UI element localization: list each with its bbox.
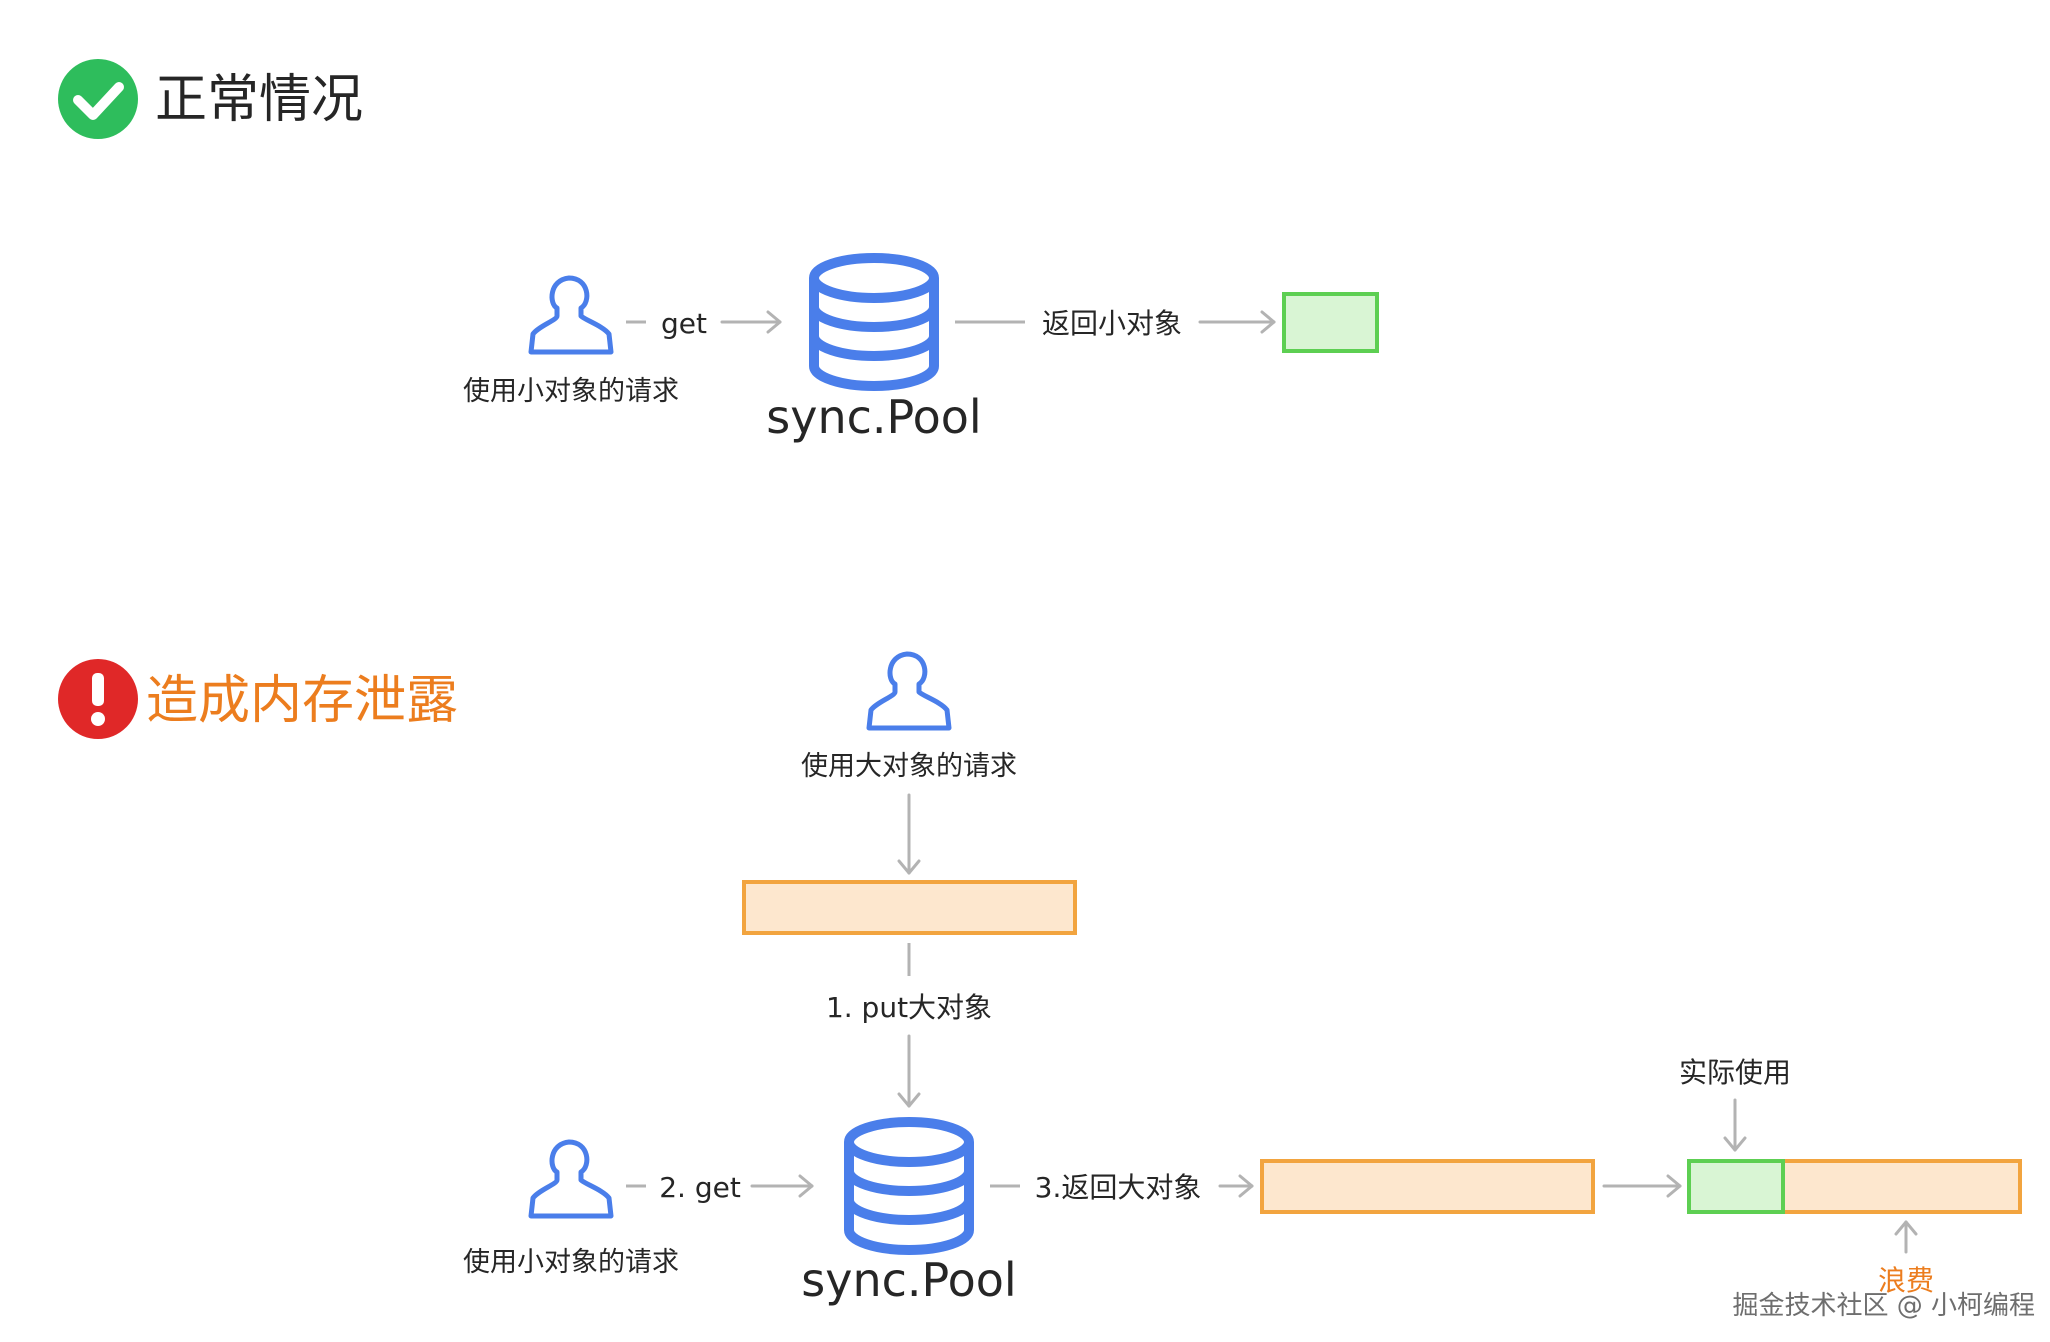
get-label: get: [661, 307, 707, 340]
section-leak-title: 造成内存泄露: [146, 671, 458, 731]
exclamation-circle-icon: [58, 659, 138, 739]
section-normal-header: 正常情况: [58, 59, 363, 139]
get-arrow-2: [750, 1174, 814, 1198]
return-small-label: 返回小对象: [1042, 307, 1182, 340]
database-icon-2: [849, 1122, 969, 1250]
usage-arrow: [1602, 1174, 1682, 1198]
small-request-label: 使用小对象的请求: [463, 376, 679, 407]
waste-arrow: [1894, 1220, 1918, 1254]
leak-flow: 使用大对象的请求 1. put大对象 使用小对象的请求 2. get sync.…: [463, 654, 2022, 1307]
watermark: 掘金技术社区 @ 小柯编程: [1732, 1291, 2035, 1321]
small-object-box: [1282, 292, 1379, 353]
down-arrow-to-big-object: [897, 793, 921, 875]
waste-label: 浪费: [1878, 1264, 1934, 1297]
get-label-2: 2. get: [659, 1171, 741, 1204]
actual-use-label: 实际使用: [1679, 1056, 1791, 1089]
sync-pool-label-2: sync.Pool: [801, 1253, 1016, 1307]
normal-flow: 使用小对象的请求 get sync.Pool 返回小对象: [463, 258, 1379, 444]
small-request-label-2: 使用小对象的请求: [463, 1247, 679, 1278]
section-leak-header: 造成内存泄露: [58, 659, 458, 739]
database-icon: [814, 258, 934, 386]
small-request-user-icon: [531, 278, 611, 352]
returned-big-object-box: [1260, 1159, 1595, 1214]
put-arrow: [897, 1034, 921, 1108]
small-request-user-icon-2: [531, 1142, 611, 1216]
return-arrow-2: [1218, 1174, 1254, 1198]
return-arrow: [1198, 310, 1276, 334]
big-request-user-icon: [869, 654, 949, 728]
big-request-label: 使用大对象的请求: [801, 751, 1017, 782]
sync-pool-label: sync.Pool: [766, 390, 981, 444]
section-normal-title: 正常情况: [155, 70, 363, 130]
return-big-label: 3.返回大对象: [1035, 1171, 1202, 1204]
actual-use-arrow: [1723, 1098, 1747, 1152]
put-big-object-label: 1. put大对象: [826, 991, 992, 1024]
get-arrow: [720, 310, 782, 334]
big-object-box: [742, 880, 1077, 935]
check-circle-icon: [58, 59, 138, 139]
actual-use-box: [1687, 1159, 1785, 1214]
